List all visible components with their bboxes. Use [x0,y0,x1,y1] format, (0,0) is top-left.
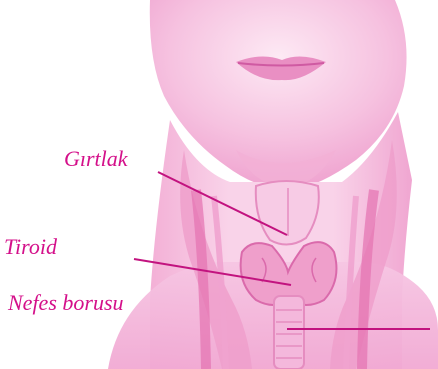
larynx-label: Gırtlak [64,148,128,170]
trachea-label: Nefes borusu [8,292,124,314]
thyroid-label: Tiroid [4,236,57,258]
